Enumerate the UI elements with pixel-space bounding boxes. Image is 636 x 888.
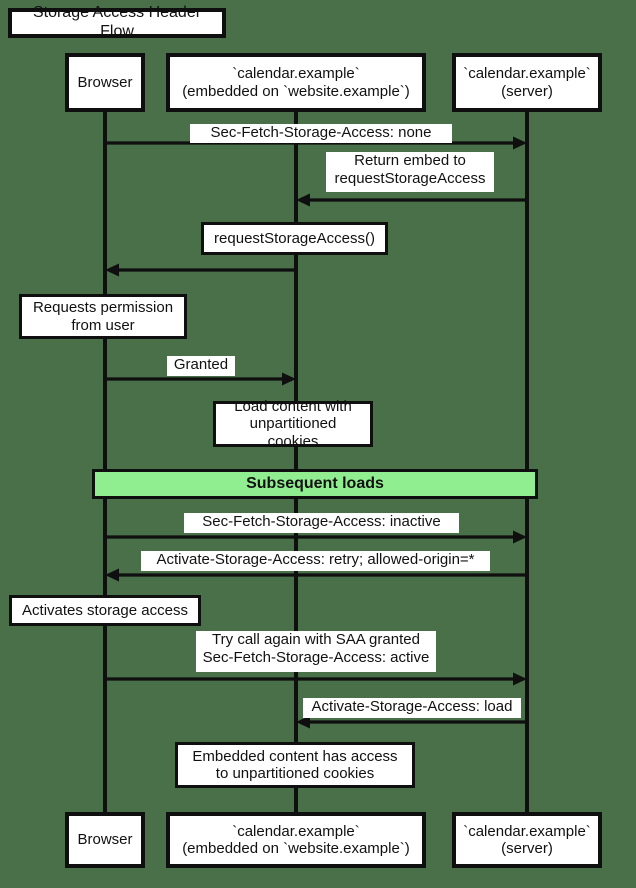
diagram-title: Storage Access Header Flow bbox=[8, 4, 226, 40]
message-arrow-return-embed bbox=[296, 193, 527, 207]
participant-browser-bottom[interactable]: Browser bbox=[65, 812, 145, 868]
participant-embedded-top[interactable]: `calendar.example` (embedded on `website… bbox=[166, 53, 426, 112]
note-load-content: Load content with unpartitioned cookies bbox=[213, 398, 373, 450]
message-label-activate-load: Activate-Storage-Access: load bbox=[303, 698, 521, 718]
participant-server-top[interactable]: `calendar.example` (server) bbox=[452, 53, 602, 112]
message-arrow-sec-fetch-inactive bbox=[105, 530, 527, 544]
message-arrow-sec-fetch-none bbox=[105, 136, 527, 150]
message-arrow-request-storage-access bbox=[105, 263, 296, 277]
message-arrow-try-call-again bbox=[105, 672, 527, 686]
participant-browser-top[interactable]: Browser bbox=[65, 53, 145, 112]
note-activates-storage-access: Activates storage access bbox=[9, 595, 201, 626]
message-label-activate-retry: Activate-Storage-Access: retry; allowed-… bbox=[141, 551, 490, 571]
note-embedded-content-access: Embedded content has access to unpartiti… bbox=[175, 742, 415, 788]
message-label-granted: Granted bbox=[167, 356, 235, 376]
message-label-try-call-again: Try call again with SAA granted Sec-Fetc… bbox=[196, 631, 436, 672]
message-arrow-activate-retry bbox=[105, 568, 527, 582]
message-arrow-granted bbox=[105, 372, 296, 386]
message-label-return-embed: Return embed to requestStorageAccess bbox=[326, 152, 494, 192]
message-label-request-storage-access: requestStorageAccess() bbox=[201, 222, 388, 255]
message-label-sec-fetch-inactive: Sec-Fetch-Storage-Access: inactive bbox=[184, 513, 459, 533]
message-label-sec-fetch-none: Sec-Fetch-Storage-Access: none bbox=[190, 124, 452, 143]
note-requests-permission: Requests permission from user bbox=[19, 294, 187, 339]
participant-server-bottom[interactable]: `calendar.example` (server) bbox=[452, 812, 602, 868]
divider-subsequent-loads: Subsequent loads bbox=[92, 469, 538, 499]
message-arrow-activate-load bbox=[296, 715, 527, 729]
participant-embedded-bottom[interactable]: `calendar.example` (embedded on `website… bbox=[166, 812, 426, 868]
